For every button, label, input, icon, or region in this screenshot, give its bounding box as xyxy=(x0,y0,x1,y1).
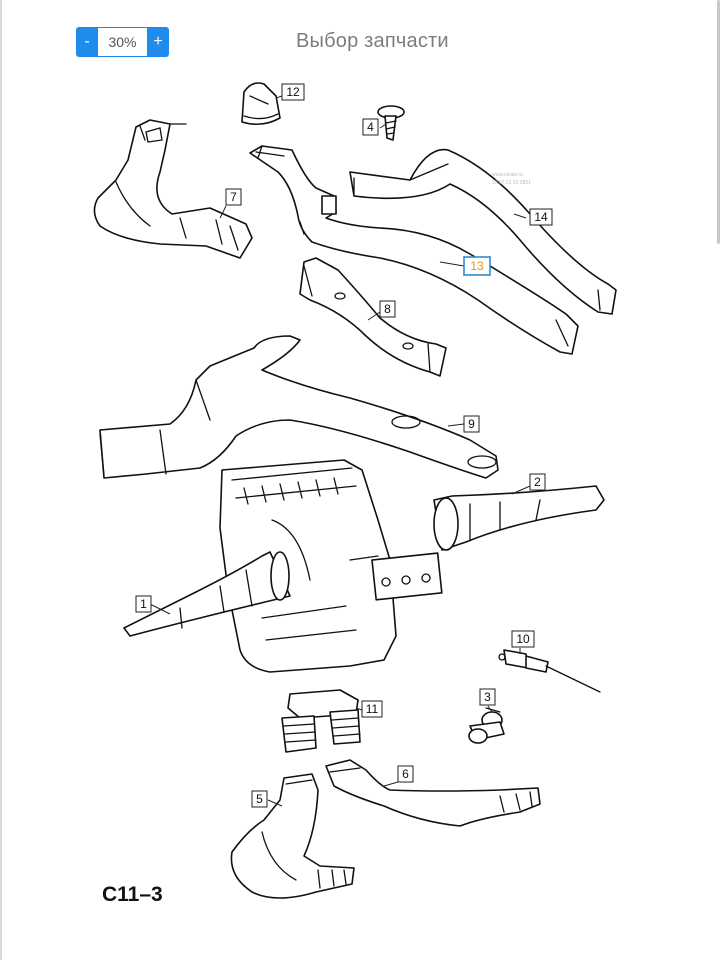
diagram-code: C11–3 xyxy=(102,883,163,906)
callout-3-label: 3 xyxy=(484,690,491,704)
callout-7-label: 7 xyxy=(230,190,237,204)
part-4-drawing xyxy=(377,105,405,141)
zoom-control: - 30% + xyxy=(76,27,169,57)
part-11-drawing xyxy=(281,689,361,753)
callout-11-label: 11 xyxy=(366,702,379,716)
callout-5-label: 5 xyxy=(256,792,263,806)
callout-11[interactable]: 11 xyxy=(361,700,383,718)
page-title: Выбор запчасти xyxy=(296,30,449,52)
callout-7[interactable]: 7 xyxy=(225,188,242,206)
watermark-line-1: www.elcats.ru xyxy=(492,172,523,178)
watermark-line-2: 10.07.21 01:3821 xyxy=(492,180,531,186)
callout-9[interactable]: 9 xyxy=(463,415,480,433)
callout-6-label: 6 xyxy=(402,767,409,781)
leader-lines xyxy=(149,95,531,807)
callout-6[interactable]: 6 xyxy=(397,765,414,783)
callout-3[interactable]: 3 xyxy=(479,688,496,706)
part-9-drawing xyxy=(99,335,499,479)
part-1-drawing xyxy=(123,551,291,637)
part-7-drawing xyxy=(93,119,253,259)
part-13-drawing xyxy=(249,145,579,355)
callout-10-label: 10 xyxy=(516,632,530,646)
callout-1[interactable]: 1 xyxy=(135,595,152,613)
callout-10[interactable]: 10 xyxy=(511,630,535,648)
heater-assembly-drawing xyxy=(219,459,443,673)
zoom-in-button[interactable]: + xyxy=(147,27,169,57)
callout-13-label: 13 xyxy=(470,259,484,273)
callout-2[interactable]: 2 xyxy=(529,473,546,491)
callout-8[interactable]: 8 xyxy=(379,300,396,318)
part-3-drawing xyxy=(468,707,505,744)
zoom-level: 30% xyxy=(98,27,147,57)
callout-12[interactable]: 12 xyxy=(281,83,305,101)
part-12-drawing xyxy=(241,82,281,126)
callout-2-label: 2 xyxy=(534,475,541,489)
scrollbar-thumb[interactable] xyxy=(717,0,720,244)
callout-14-label: 14 xyxy=(534,210,548,224)
callout-8-label: 8 xyxy=(384,302,391,316)
part-6-drawing xyxy=(325,759,541,827)
part-14-drawing xyxy=(349,148,617,315)
part-5-drawing xyxy=(230,773,355,899)
callout-9-label: 9 xyxy=(468,417,475,431)
callout-4-label: 4 xyxy=(367,120,374,134)
callout-12-label: 12 xyxy=(286,85,300,99)
part-10-drawing xyxy=(498,649,601,693)
zoom-out-button[interactable]: - xyxy=(76,27,98,57)
frame-left-border xyxy=(0,0,2,960)
part-2-drawing xyxy=(433,485,605,551)
callout-1-label: 1 xyxy=(140,597,147,611)
callout-13[interactable]: 13 xyxy=(463,256,491,276)
callout-4[interactable]: 4 xyxy=(362,118,379,136)
callout-14[interactable]: 14 xyxy=(529,208,553,226)
callout-5[interactable]: 5 xyxy=(251,790,268,808)
